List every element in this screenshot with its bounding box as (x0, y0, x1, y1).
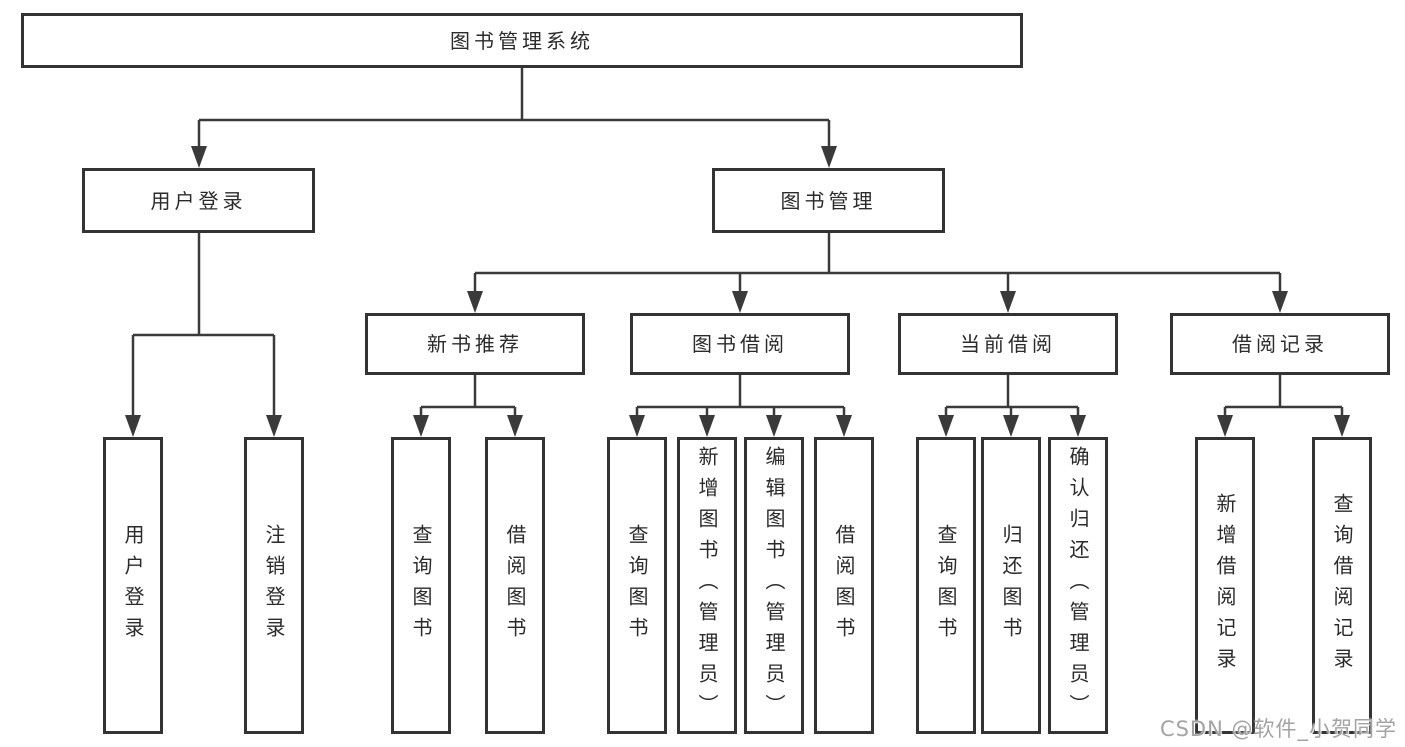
arrow-down-icon (1000, 291, 1016, 313)
node-label: 编辑图书（管理员） (762, 446, 786, 725)
arrow-down-icon (413, 415, 429, 437)
node-label: 图书管理系统 (450, 28, 594, 53)
node-label: 借阅记录 (1232, 332, 1328, 356)
arrow-down-icon (507, 415, 523, 437)
leaf-logout: 注销登录 (244, 437, 304, 734)
node-label: 新增借阅记录 (1213, 492, 1237, 679)
node-label: 用户登录 (121, 523, 145, 648)
leaf-current-query-books: 查询图书 (916, 437, 976, 734)
node-book-borrowing: 图书借阅 (630, 313, 850, 375)
arrow-down-icon (629, 415, 645, 437)
node-user-login: 用户登录 (82, 168, 315, 233)
arrow-down-icon (266, 415, 282, 437)
arrow-down-icon (766, 415, 782, 437)
arrow-down-icon (191, 146, 207, 168)
node-label: 注销登录 (262, 523, 286, 648)
node-label: 查询借阅记录 (1330, 492, 1354, 679)
node-label: 归还图书 (999, 523, 1023, 648)
node-current-borrowing: 当前借阅 (898, 313, 1118, 375)
node-new-book-recommend: 新书推荐 (365, 313, 585, 375)
arrow-down-icon (1272, 291, 1288, 313)
connector-new-book-recommend-children (413, 375, 523, 437)
node-book-management: 图书管理 (712, 168, 945, 233)
leaf-current-return-books: 归还图书 (981, 437, 1041, 734)
node-label: 图书管理 (780, 188, 877, 213)
leaf-borrowing-add-books-admin: 新增图书（管理员） (677, 437, 737, 734)
node-label: 查询图书 (625, 523, 649, 648)
leaf-recommend-query-books: 查询图书 (391, 437, 451, 734)
node-label: 借阅图书 (503, 523, 527, 648)
node-label: 新书推荐 (427, 332, 523, 356)
connector-book-management-to-level3 (467, 233, 1288, 313)
connector-current-borrowing-children (938, 375, 1086, 437)
node-library-management-system: 图书管理系统 (21, 13, 1023, 68)
leaf-query-borrow-record: 查询借阅记录 (1312, 437, 1372, 734)
node-label: 查询图书 (934, 523, 958, 648)
arrow-down-icon (1217, 415, 1233, 437)
node-label: 用户登录 (150, 188, 247, 213)
watermark-text: CSDN @软件_小贺同学 (1159, 717, 1397, 741)
node-label: 查询图书 (409, 523, 433, 648)
node-label: 确认归还（管理员） (1066, 446, 1090, 725)
leaf-user-login: 用户登录 (103, 437, 163, 734)
leaf-recommend-borrow-books: 借阅图书 (485, 437, 545, 734)
arrow-down-icon (938, 415, 954, 437)
leaf-add-borrow-record: 新增借阅记录 (1195, 437, 1255, 734)
arrow-down-icon (125, 415, 141, 437)
arrow-down-icon (821, 146, 837, 168)
node-borrowing-records: 借阅记录 (1170, 313, 1390, 375)
node-label: 当前借阅 (960, 332, 1056, 356)
arrow-down-icon (732, 291, 748, 313)
connector-root-to-level2 (191, 68, 837, 168)
node-label: 图书借阅 (692, 332, 788, 356)
arrow-down-icon (836, 415, 852, 437)
connector-borrowing-records-children (1217, 375, 1350, 437)
leaf-borrowing-query-books: 查询图书 (607, 437, 667, 734)
leaf-borrowing-borrow-books: 借阅图书 (814, 437, 874, 734)
connector-user-login-children (125, 233, 282, 437)
arrow-down-icon (1070, 415, 1086, 437)
arrow-down-icon (699, 415, 715, 437)
leaf-borrowing-edit-books-admin: 编辑图书（管理员） (744, 437, 804, 734)
node-label: 新增图书（管理员） (695, 446, 719, 725)
arrow-down-icon (467, 291, 483, 313)
arrow-down-icon (1334, 415, 1350, 437)
node-label: 借阅图书 (832, 523, 856, 648)
connector-book-borrowing-children (629, 375, 852, 437)
leaf-current-confirm-return-admin: 确认归还（管理员） (1048, 437, 1108, 734)
arrow-down-icon (1003, 415, 1019, 437)
